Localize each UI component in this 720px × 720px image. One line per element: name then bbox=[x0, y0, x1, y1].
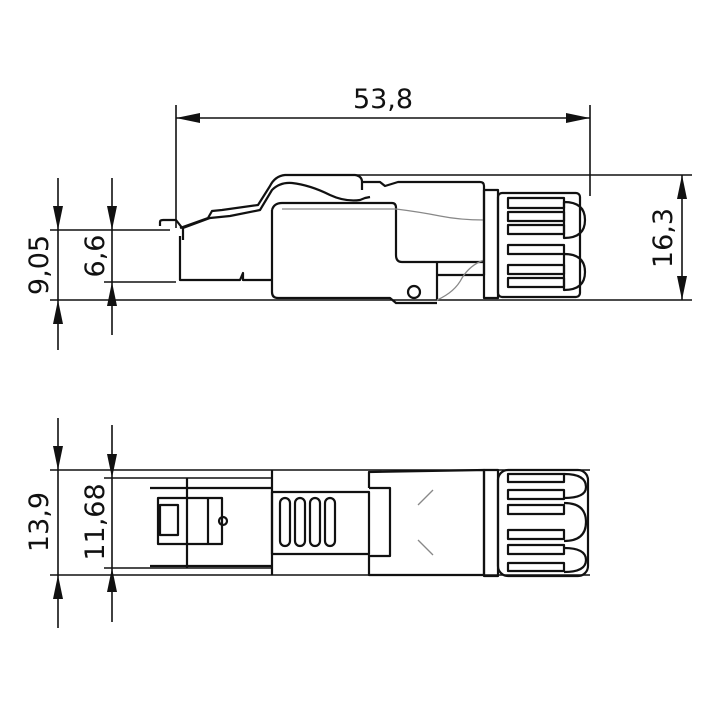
side-view: 53,8 16,3 9,05 6,6 bbox=[24, 84, 692, 350]
top-strain-relief-ribs bbox=[506, 472, 588, 574]
dimension-label-side-left-height: 9,05 bbox=[24, 235, 55, 295]
latch-ribs bbox=[278, 496, 337, 548]
dimension-side-plug-height: 6,6 bbox=[80, 178, 176, 335]
dimension-top-width: 13,9 bbox=[24, 418, 590, 628]
dimension-side-left-height: 9,05 bbox=[24, 178, 170, 350]
dimension-top-plug-width: 11,68 bbox=[80, 425, 272, 622]
dimension-label-side-plug-height: 6,6 bbox=[80, 235, 111, 278]
dimension-label-top-plug-width: 11,68 bbox=[80, 483, 111, 560]
connector-top-outline bbox=[150, 468, 590, 578]
dimension-label-length: 53,8 bbox=[353, 84, 413, 115]
top-view: 13,9 11,68 bbox=[24, 418, 590, 628]
dimension-length: 53,8 bbox=[175, 84, 591, 228]
strain-relief-ribs bbox=[506, 196, 587, 292]
dimension-label-side-height: 16,3 bbox=[648, 208, 679, 268]
connector-side-outline bbox=[158, 173, 587, 305]
dimension-label-top-width: 13,9 bbox=[24, 492, 55, 552]
